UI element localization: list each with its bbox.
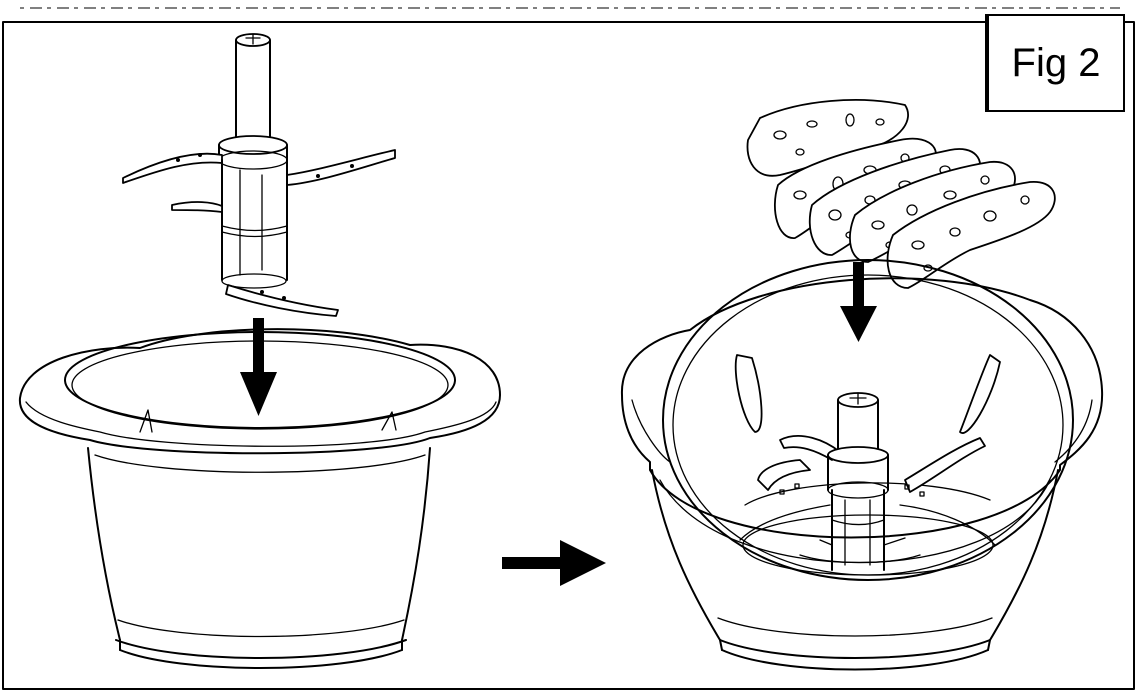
blade-unit: [122, 33, 396, 317]
assembled-bowl: [620, 259, 1104, 671]
figure-border: [2, 21, 1135, 690]
arrow-down-icon: [240, 318, 277, 416]
food-pieces: [746, 99, 1056, 289]
empty-bowl: [18, 328, 501, 669]
arrow-down-icon: [840, 262, 877, 342]
figure-label: Fig 2: [985, 14, 1125, 112]
arrow-right-icon: [502, 540, 606, 586]
